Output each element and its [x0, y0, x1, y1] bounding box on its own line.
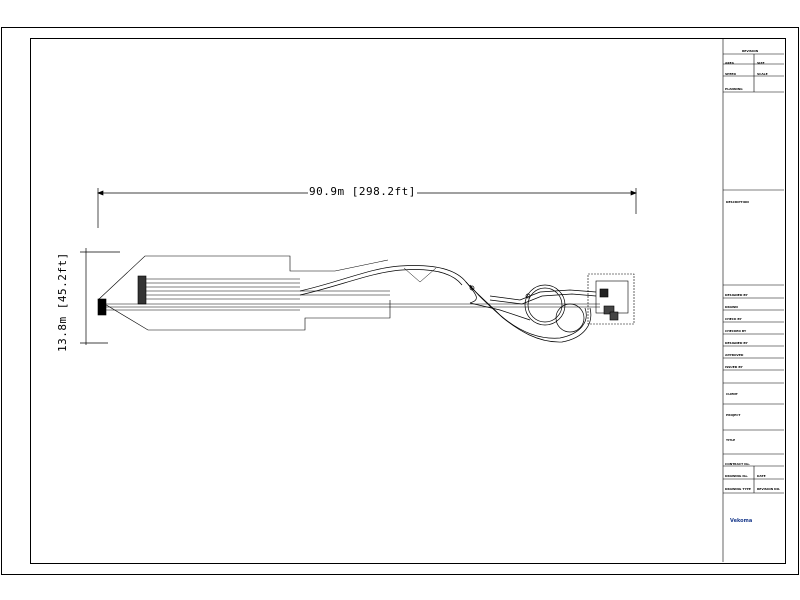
coaster-track	[299, 265, 597, 343]
title-block-lines	[722, 38, 784, 562]
transfer-building	[587, 273, 635, 325]
tb-sign-2: CHECK BY	[725, 317, 742, 321]
tb-planning: PLANNING	[725, 87, 743, 91]
station-building	[97, 255, 391, 331]
tb-date: DATE	[757, 474, 766, 478]
length-dimension-label: 90.9m [298.2ft]	[308, 185, 417, 198]
tb-contract: CONTRACT No.	[725, 462, 750, 466]
tb-description: DESCRIPTION	[726, 200, 749, 204]
tb-client: CLIENT	[726, 392, 738, 396]
outer-frame	[1, 27, 799, 575]
tb-area: AREA	[725, 61, 735, 65]
tb-size: SIZE	[757, 61, 765, 65]
tb-sign-3: CHECKED BY	[725, 329, 747, 333]
tb-drawing-type: DRAWING TYPE	[725, 487, 751, 491]
tb-sign-4: DESIGNED BY	[725, 341, 748, 345]
tb-sign-5: APPROVED	[725, 353, 744, 357]
tb-scale: SCALE	[757, 72, 768, 76]
station-tracks	[97, 275, 600, 316]
tb-sign-1: DRAWN	[725, 305, 738, 309]
tb-revision-no: REVISION NO.	[757, 487, 781, 491]
tb-sign-0: DESIGNED BY	[725, 293, 748, 297]
height-dimension	[80, 248, 120, 345]
tb-title: TITLE	[726, 438, 736, 442]
tb-sign-6: ISSUED BY	[725, 365, 743, 369]
inner-frame	[30, 38, 786, 564]
tb-speed: SPEED	[725, 72, 736, 76]
company-logo: Vekoma	[730, 518, 753, 524]
tb-drawing-no: DRAWING No.	[725, 474, 749, 478]
tb-revision: REVISION	[742, 49, 759, 53]
height-dimension-label: 13.8m [45.2ft]	[56, 252, 69, 352]
tb-project: PROJECT	[726, 413, 741, 417]
